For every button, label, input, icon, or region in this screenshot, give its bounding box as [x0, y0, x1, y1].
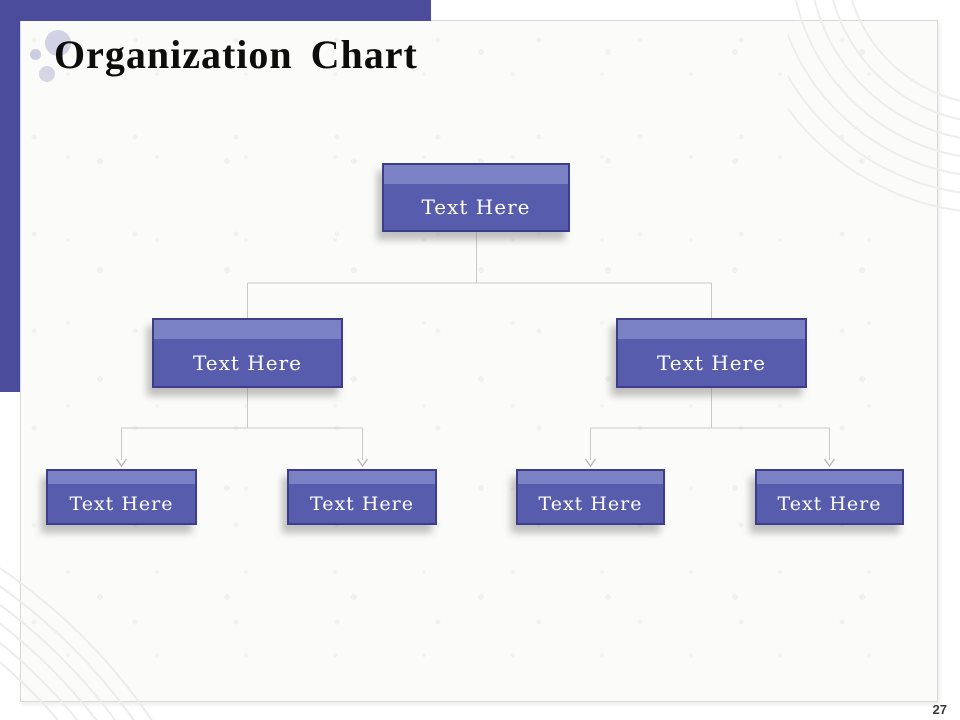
node-label: Text Here: [657, 350, 766, 375]
org-node-l3-2[interactable]: Text Here: [287, 469, 437, 525]
org-node-l3-4[interactable]: Text Here: [755, 469, 904, 525]
node-label: Text Here: [538, 492, 643, 515]
node-label: Text Here: [310, 492, 414, 515]
node-header-band: [384, 165, 568, 184]
org-node-root[interactable]: Text Here: [382, 163, 570, 232]
title-dot-decoration: [45, 30, 71, 56]
node-header-band: [289, 471, 435, 484]
page-title: Organization Chart: [54, 32, 418, 77]
org-node-l3-1[interactable]: Text Here: [46, 469, 197, 525]
accent-left-bar: [0, 0, 20, 392]
node-label: Text Here: [69, 492, 174, 515]
accent-top-bar: [0, 0, 431, 21]
org-node-l2-left[interactable]: Text Here: [152, 318, 343, 388]
node-header-band: [618, 320, 805, 339]
org-node-l3-3[interactable]: Text Here: [516, 469, 665, 525]
node-label: Text Here: [193, 350, 302, 375]
node-header-band: [757, 471, 902, 484]
node-header-band: [154, 320, 341, 339]
title-dot-decoration: [30, 49, 41, 60]
node-label: Text Here: [421, 195, 531, 219]
node-label: Text Here: [777, 492, 882, 515]
node-header-band: [48, 471, 195, 484]
node-header-band: [518, 471, 663, 484]
title-block: Organization Chart: [0, 0, 520, 100]
org-node-l2-right[interactable]: Text Here: [616, 318, 807, 388]
title-dot-decoration: [39, 66, 55, 82]
page-number: 27: [932, 702, 947, 717]
